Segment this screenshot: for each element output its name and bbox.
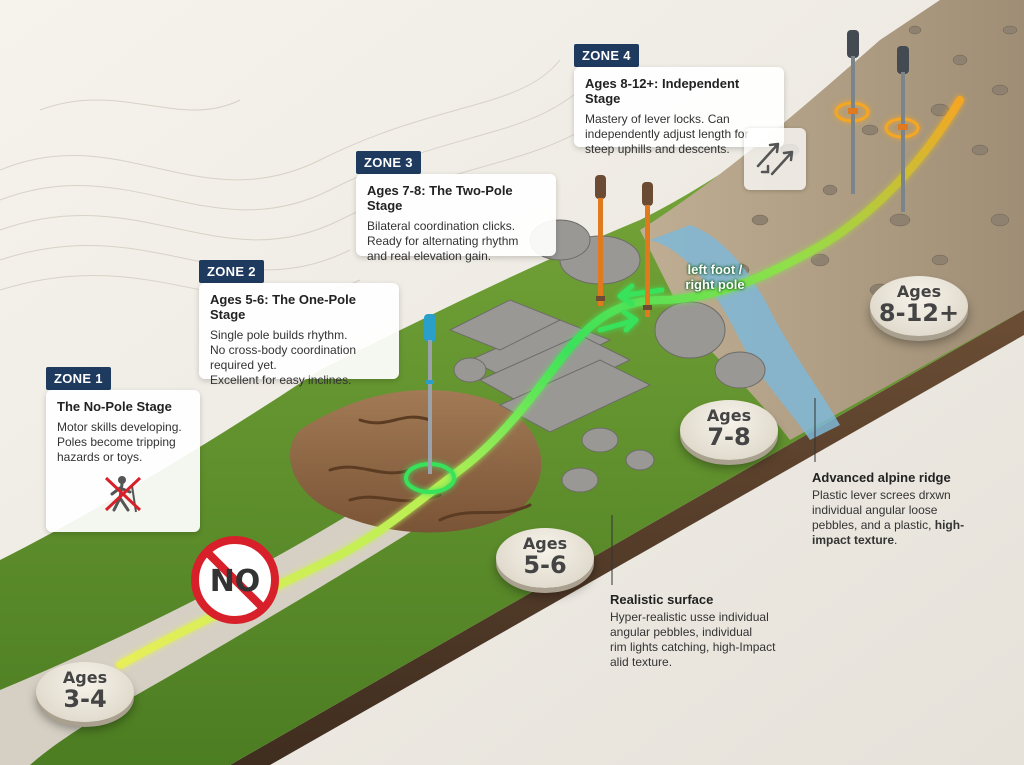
zone-1-line: hazards or toys.: [57, 450, 143, 464]
zone-3-card: Ages 7-8: The Two-Pole Stage Bilateral c…: [356, 174, 556, 263]
age-marker-range: 3-4: [63, 685, 107, 713]
age-marker-label: Ages: [706, 406, 752, 425]
zone-2-title: Ages 5-6: The One-Pole Stage: [210, 292, 356, 322]
annotation-alpine-line: Plastic lever screes drxwn: [812, 488, 951, 502]
zone-3-line: and real elevation gain.: [367, 249, 492, 263]
trekking-pole-orange-b: [642, 182, 653, 317]
dirt-patch: [290, 390, 542, 533]
annotation-alpine-bold: impact texture: [812, 533, 895, 547]
age-marker-label: Ages: [896, 282, 942, 301]
age-marker-8-12-plus: Ages 8-12+: [870, 276, 968, 336]
zone-2-line: Excellent for easy inclines.: [210, 373, 352, 387]
annotation-alpine-ridge: Advanced alpine ridge Plastic lever scre…: [812, 470, 1012, 548]
age-marker-3-4: Ages 3-4: [36, 662, 134, 722]
zone-4-title: Ages 8-12+: Independent Stage: [585, 76, 740, 106]
zone-3-line: Ready for alternating rhythm: [367, 234, 519, 248]
annotation-surface-line: angular pebbles, individual: [610, 625, 753, 639]
annotation-alpine-line: impact texture.: [812, 533, 1012, 548]
no-poles-sign: NO: [191, 536, 279, 624]
no-hiking-child-icon: [104, 476, 142, 513]
annotation-alpine-plain: .: [894, 533, 898, 547]
zone-2-tag: ZONE 2: [199, 260, 264, 283]
age-marker-range: 7-8: [707, 423, 751, 451]
age-marker-7-8: Ages 7-8: [680, 400, 778, 460]
zone-1-tag: ZONE 1: [46, 367, 111, 390]
annotation-alpine-line: pebbles, and a plastic, high-: [812, 518, 1012, 533]
trekking-pole-icon: [424, 314, 436, 474]
no-sign-text: NO: [210, 564, 261, 599]
annotation-surface-title: Realistic surface: [610, 592, 714, 607]
annotation-surface-line: Hyper-realistic usse individual: [610, 610, 769, 624]
zone-1-line: Motor skills developing.: [57, 420, 182, 434]
zone-2-line: No cross-body coordination: [210, 343, 357, 357]
annotation-alpine-plain: pebbles, and a plastic,: [812, 518, 935, 532]
age-marker-5-6: Ages 5-6: [496, 528, 594, 588]
annotation-realistic-surface: Realistic surface Hyper-realistic usse i…: [610, 592, 810, 670]
zone-4-line: independently adjust length for: [585, 127, 749, 141]
age-marker-range: 8-12+: [878, 299, 960, 327]
trekking-pole-dark-a: [847, 30, 859, 194]
annotation-alpine-title: Advanced alpine ridge: [812, 470, 951, 485]
zone-1-line: Poles become tripping: [57, 435, 176, 449]
trekking-pole-orange-a: [595, 175, 606, 306]
zone-4-line: steep uphills and descents.: [585, 142, 730, 156]
zone-3-line: Bilateral coordination clicks.: [367, 219, 516, 233]
stream: [650, 225, 840, 440]
age-marker-label: Ages: [522, 534, 568, 553]
age-marker-label: Ages: [62, 668, 108, 687]
zone-1-card: The No-Pole Stage Motor skills developin…: [46, 390, 200, 532]
zone-2-line: required yet.: [210, 358, 277, 372]
foot-label-line: left foot /: [687, 262, 743, 277]
zone-2-line: Single pole builds rhythm.: [210, 328, 348, 342]
foot-pole-label: left foot / right pole: [672, 262, 758, 292]
zone-3-tag: ZONE 3: [356, 151, 421, 174]
age-marker-range: 5-6: [523, 551, 567, 579]
foot-label-line: right pole: [685, 277, 745, 292]
progress-trail: [116, 96, 964, 669]
zone-1-title: The No-Pole Stage: [57, 399, 172, 414]
trekking-pole-dark-b: [897, 46, 909, 212]
alternating-arrows: [597, 283, 665, 333]
zone-2-card: Ages 5-6: The One-Pole Stage Single pole…: [199, 283, 399, 387]
annotation-surface-line: rim lights catching, high-Impact: [610, 640, 776, 654]
zone-4-line: Mastery of lever locks. Can: [585, 112, 730, 126]
zone-4-tag: ZONE 4: [574, 44, 639, 67]
topo-lines: [0, 59, 601, 301]
pole-adjust-arrows-icon: [744, 128, 806, 190]
annotation-surface-line: alid texture.: [610, 655, 673, 669]
zone-3-title: Ages 7-8: The Two-Pole Stage: [367, 183, 513, 213]
annotation-alpine-line: individual angular loose: [812, 503, 938, 517]
annotation-alpine-bold: high-: [934, 518, 965, 532]
